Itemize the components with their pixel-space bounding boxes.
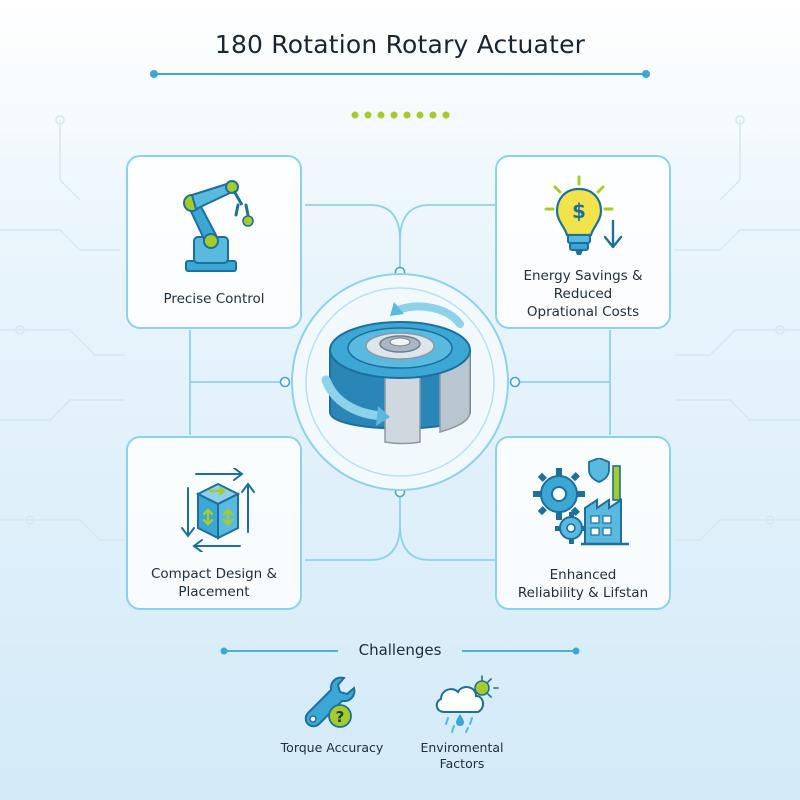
benefit-card-compact-design: Compact Design & Placement [126, 436, 302, 610]
benefit-label: Enhanced Reliability & Lifstan [517, 567, 649, 601]
benefit-card-precise-control: Precise Control [126, 155, 302, 329]
challenges-divider [220, 647, 580, 655]
svg-text:$: $ [572, 199, 586, 223]
challenge-label-torque: Torque Accuracy [280, 740, 384, 755]
rotary-actuator-icon [291, 273, 509, 491]
robotic-arm-icon [183, 180, 254, 272]
title-divider [150, 70, 650, 78]
benefit-label: Compact Design & Placement [150, 566, 278, 600]
dot-divider [351, 111, 450, 119]
svg-text:?: ? [336, 708, 345, 726]
challenge-label-environmental: Enviromental Factors [420, 740, 504, 771]
page-title: 180 Rotation Rotary Actuater [214, 30, 586, 59]
wrench-question-icon: ? [304, 676, 356, 728]
benefit-label: Energy Savings & Reduced Oprational Cost… [523, 268, 643, 320]
gears-factory-icon [533, 458, 629, 546]
lightbulb-dollar-icon: $ [544, 175, 623, 255]
weather-cloud-icon [435, 675, 499, 733]
compact-cube-icon [181, 468, 255, 552]
benefit-label: Precise Control [163, 291, 265, 307]
benefit-card-enhanced-reliability: Enhanced Reliability & Lifstan [495, 436, 671, 610]
challenges-title: Challenges [358, 641, 442, 659]
benefit-card-energy-savings: $ Energy Savings & Reduced Oprational Co… [495, 155, 671, 329]
